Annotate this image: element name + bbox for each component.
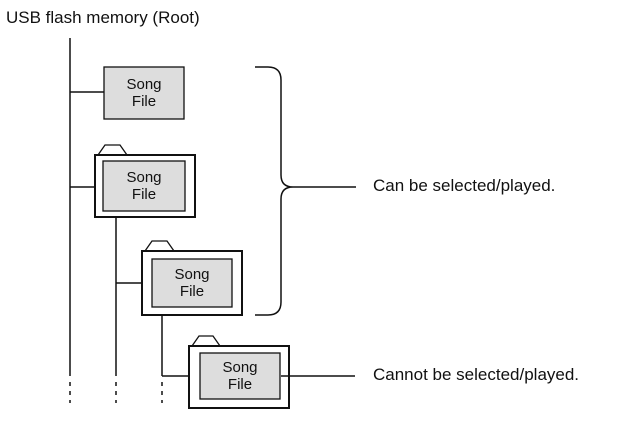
song-file-2-label: Song File (103, 169, 185, 203)
folder-1-tab (97, 144, 128, 156)
song-file-3-label: Song File (152, 266, 232, 300)
song-file-1-label: Song File (104, 76, 184, 110)
song-file-1-box (103, 66, 185, 120)
selectable-note: Can be selected/played. (373, 176, 556, 195)
song-file-4-line1: Song (222, 359, 258, 376)
song-file-4-box (199, 352, 281, 400)
song-file-4-label: Song File (200, 359, 280, 393)
root-label: USB flash memory (Root) (6, 8, 200, 27)
song-file-3-box (151, 258, 233, 308)
folder-3-tab (191, 335, 221, 347)
song-file-2-line1: Song (126, 169, 162, 186)
not-selectable-note: Cannot be selected/played. (373, 365, 580, 384)
song-file-2-box (102, 160, 186, 212)
selectable-group-bracket (255, 66, 294, 316)
song-file-2-line2: File (131, 186, 157, 203)
song-file-1-line2: File (131, 93, 157, 110)
song-file-3-line2: File (179, 283, 205, 300)
song-file-1-line1: Song (126, 76, 162, 93)
song-file-4-line2: File (227, 376, 253, 393)
folder-2-tab (144, 240, 175, 252)
song-file-3-line1: Song (174, 266, 210, 283)
